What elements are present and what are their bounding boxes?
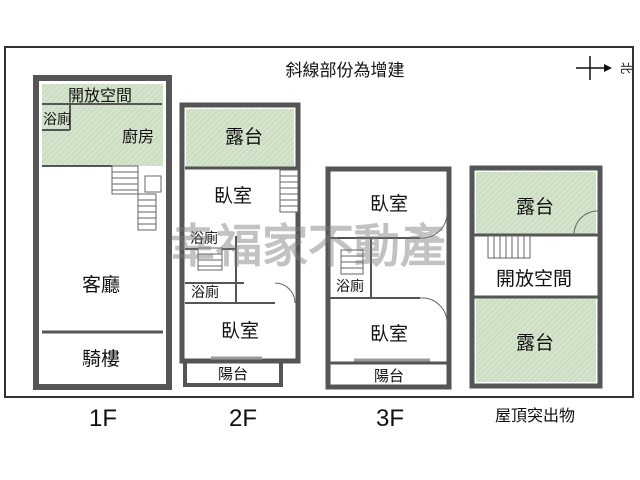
1f-outline [33, 75, 172, 390]
roof-annex-bottom [476, 298, 596, 382]
room-label: 臥室 [221, 320, 259, 342]
floor-label: 3F [376, 405, 404, 432]
annex-note: 斜線部份為增建 [286, 61, 405, 81]
2f-stairs [197, 169, 299, 271]
room-label: 浴廁 [43, 111, 71, 128]
room-label: 臥室 [370, 193, 408, 215]
floor-2f: 露台 臥室 浴廁 浴廁 臥室 陽台 2F [179, 102, 301, 432]
room-label: 開放空間 [68, 86, 132, 105]
outer-frame [4, 46, 634, 398]
roof-stairs [487, 235, 531, 259]
room-label: 陽台 [218, 365, 248, 383]
room-label: 陽台 [374, 367, 404, 385]
floor-roof: 露台 開放空間 露台 屋頂突出物 [469, 165, 603, 425]
room-label: 客廳 [82, 274, 120, 296]
3f-stairs [340, 249, 364, 275]
floor-label: 1F [89, 405, 117, 432]
room-label: 臥室 [214, 185, 252, 207]
room-label: 廚房 [122, 127, 154, 146]
door-swing [573, 210, 599, 236]
3f-outline [325, 166, 452, 390]
floor-1f: 開放空間 浴廁 廚房 客廳 騎樓 1F [33, 75, 172, 432]
north-arrow-icon [576, 56, 612, 80]
room-label: 露台 [516, 332, 554, 354]
room-label: 浴廁 [191, 284, 219, 301]
room-label: 開放空間 [496, 268, 572, 290]
room-label: 露台 [516, 196, 554, 218]
floor-label: 屋頂突出物 [495, 407, 575, 425]
north-label: 北 [619, 62, 633, 74]
room-label: 臥室 [370, 323, 408, 345]
room-label: 露台 [225, 126, 263, 148]
roof-outline [469, 165, 603, 389]
room-label: 浴廁 [190, 230, 218, 247]
floor-label: 2F [229, 405, 257, 432]
door-swing [419, 212, 448, 239]
1f-annex [42, 84, 163, 166]
door-swing [419, 297, 448, 324]
watermark: 幸福家不動產 [170, 219, 446, 273]
floor-3f: 臥室 浴廁 臥室 陽台 3F [325, 166, 452, 432]
door-swing [274, 282, 296, 304]
room-label: 騎樓 [82, 348, 120, 370]
roof-annex-top [476, 172, 596, 234]
2f-annex [186, 109, 294, 167]
2f-main-outline [179, 102, 301, 364]
room-label: 浴廁 [336, 278, 364, 295]
1f-stairs [111, 165, 162, 231]
